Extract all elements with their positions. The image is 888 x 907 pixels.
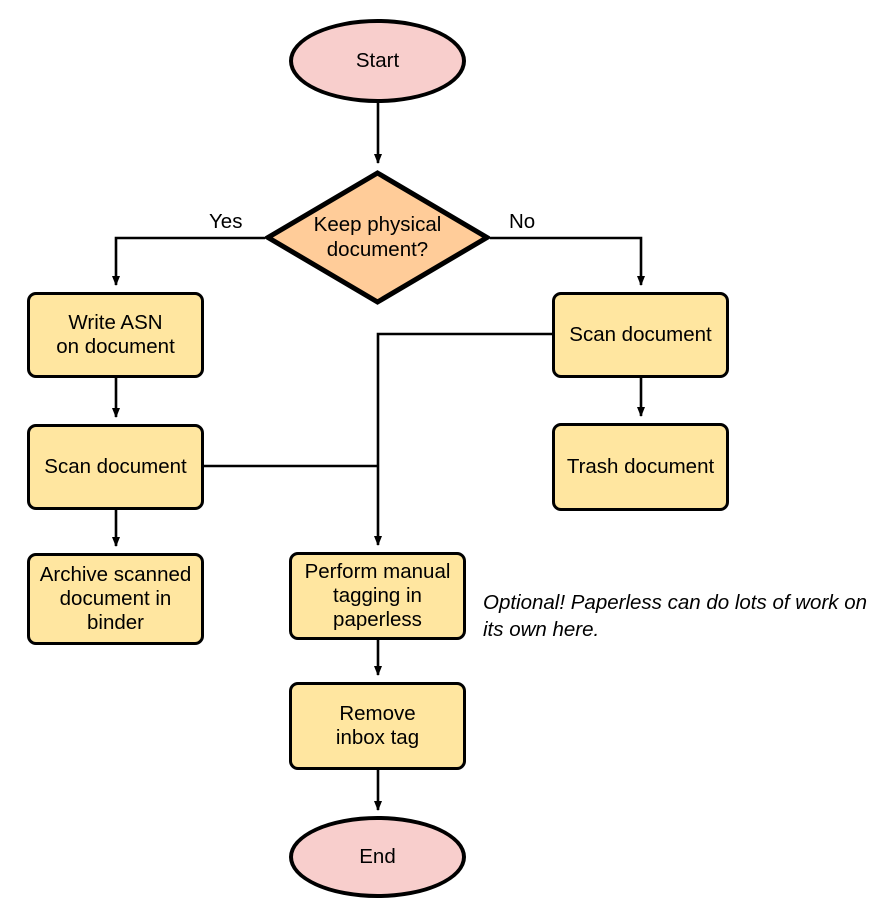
node-archive-scanned-document[interactable]: Archive scanned document in binder — [27, 553, 204, 645]
node-keep-physical-document[interactable]: Keep physical document? — [265, 170, 490, 305]
node-trash-document-label: Trash document — [566, 454, 715, 478]
decision-diamond-shape — [265, 170, 490, 305]
node-end[interactable]: End — [289, 816, 466, 898]
node-start-label: Start — [355, 48, 400, 72]
node-write-asn-on-document[interactable]: Write ASN on document — [27, 292, 204, 378]
node-archive-label: Archive scanned document in binder — [39, 562, 192, 635]
node-perform-manual-tagging[interactable]: Perform manual tagging in paperless — [289, 552, 466, 640]
edge-decision-yes-to-write-asn — [112, 236, 265, 286]
edge-label-yes-text: Yes — [209, 210, 243, 233]
node-scan-document-left[interactable]: Scan document — [27, 424, 204, 510]
annotation-optional-note: Optional! Paperless can do lots of work … — [483, 590, 883, 643]
node-remove-inbox-tag[interactable]: Remove inbox tag — [289, 682, 466, 770]
edge-label-yes: Yes — [209, 210, 242, 234]
node-remove-inbox-tag-label: Remove inbox tag — [335, 701, 420, 749]
edge-decision-no-to-scan-right — [490, 236, 645, 286]
node-tagging-label: Perform manual tagging in paperless — [304, 559, 451, 632]
node-write-asn-label: Write ASN on document — [56, 310, 175, 358]
node-scan-document-left-label: Scan document — [44, 454, 187, 478]
node-scan-document-right[interactable]: Scan document — [552, 292, 729, 378]
node-decision-label: Keep physical document? — [313, 213, 442, 261]
node-scan-document-right-label: Scan document — [569, 322, 712, 346]
edge-label-no-text: No — [509, 210, 536, 233]
node-trash-document[interactable]: Trash document — [552, 423, 729, 511]
edge-scan-right-to-tagging — [374, 332, 552, 546]
node-start[interactable]: Start — [289, 19, 466, 103]
edge-label-no: No — [509, 210, 535, 234]
annotation-optional-note-text: Optional! Paperless can do lots of work … — [483, 591, 868, 641]
node-end-label: End — [359, 844, 396, 868]
